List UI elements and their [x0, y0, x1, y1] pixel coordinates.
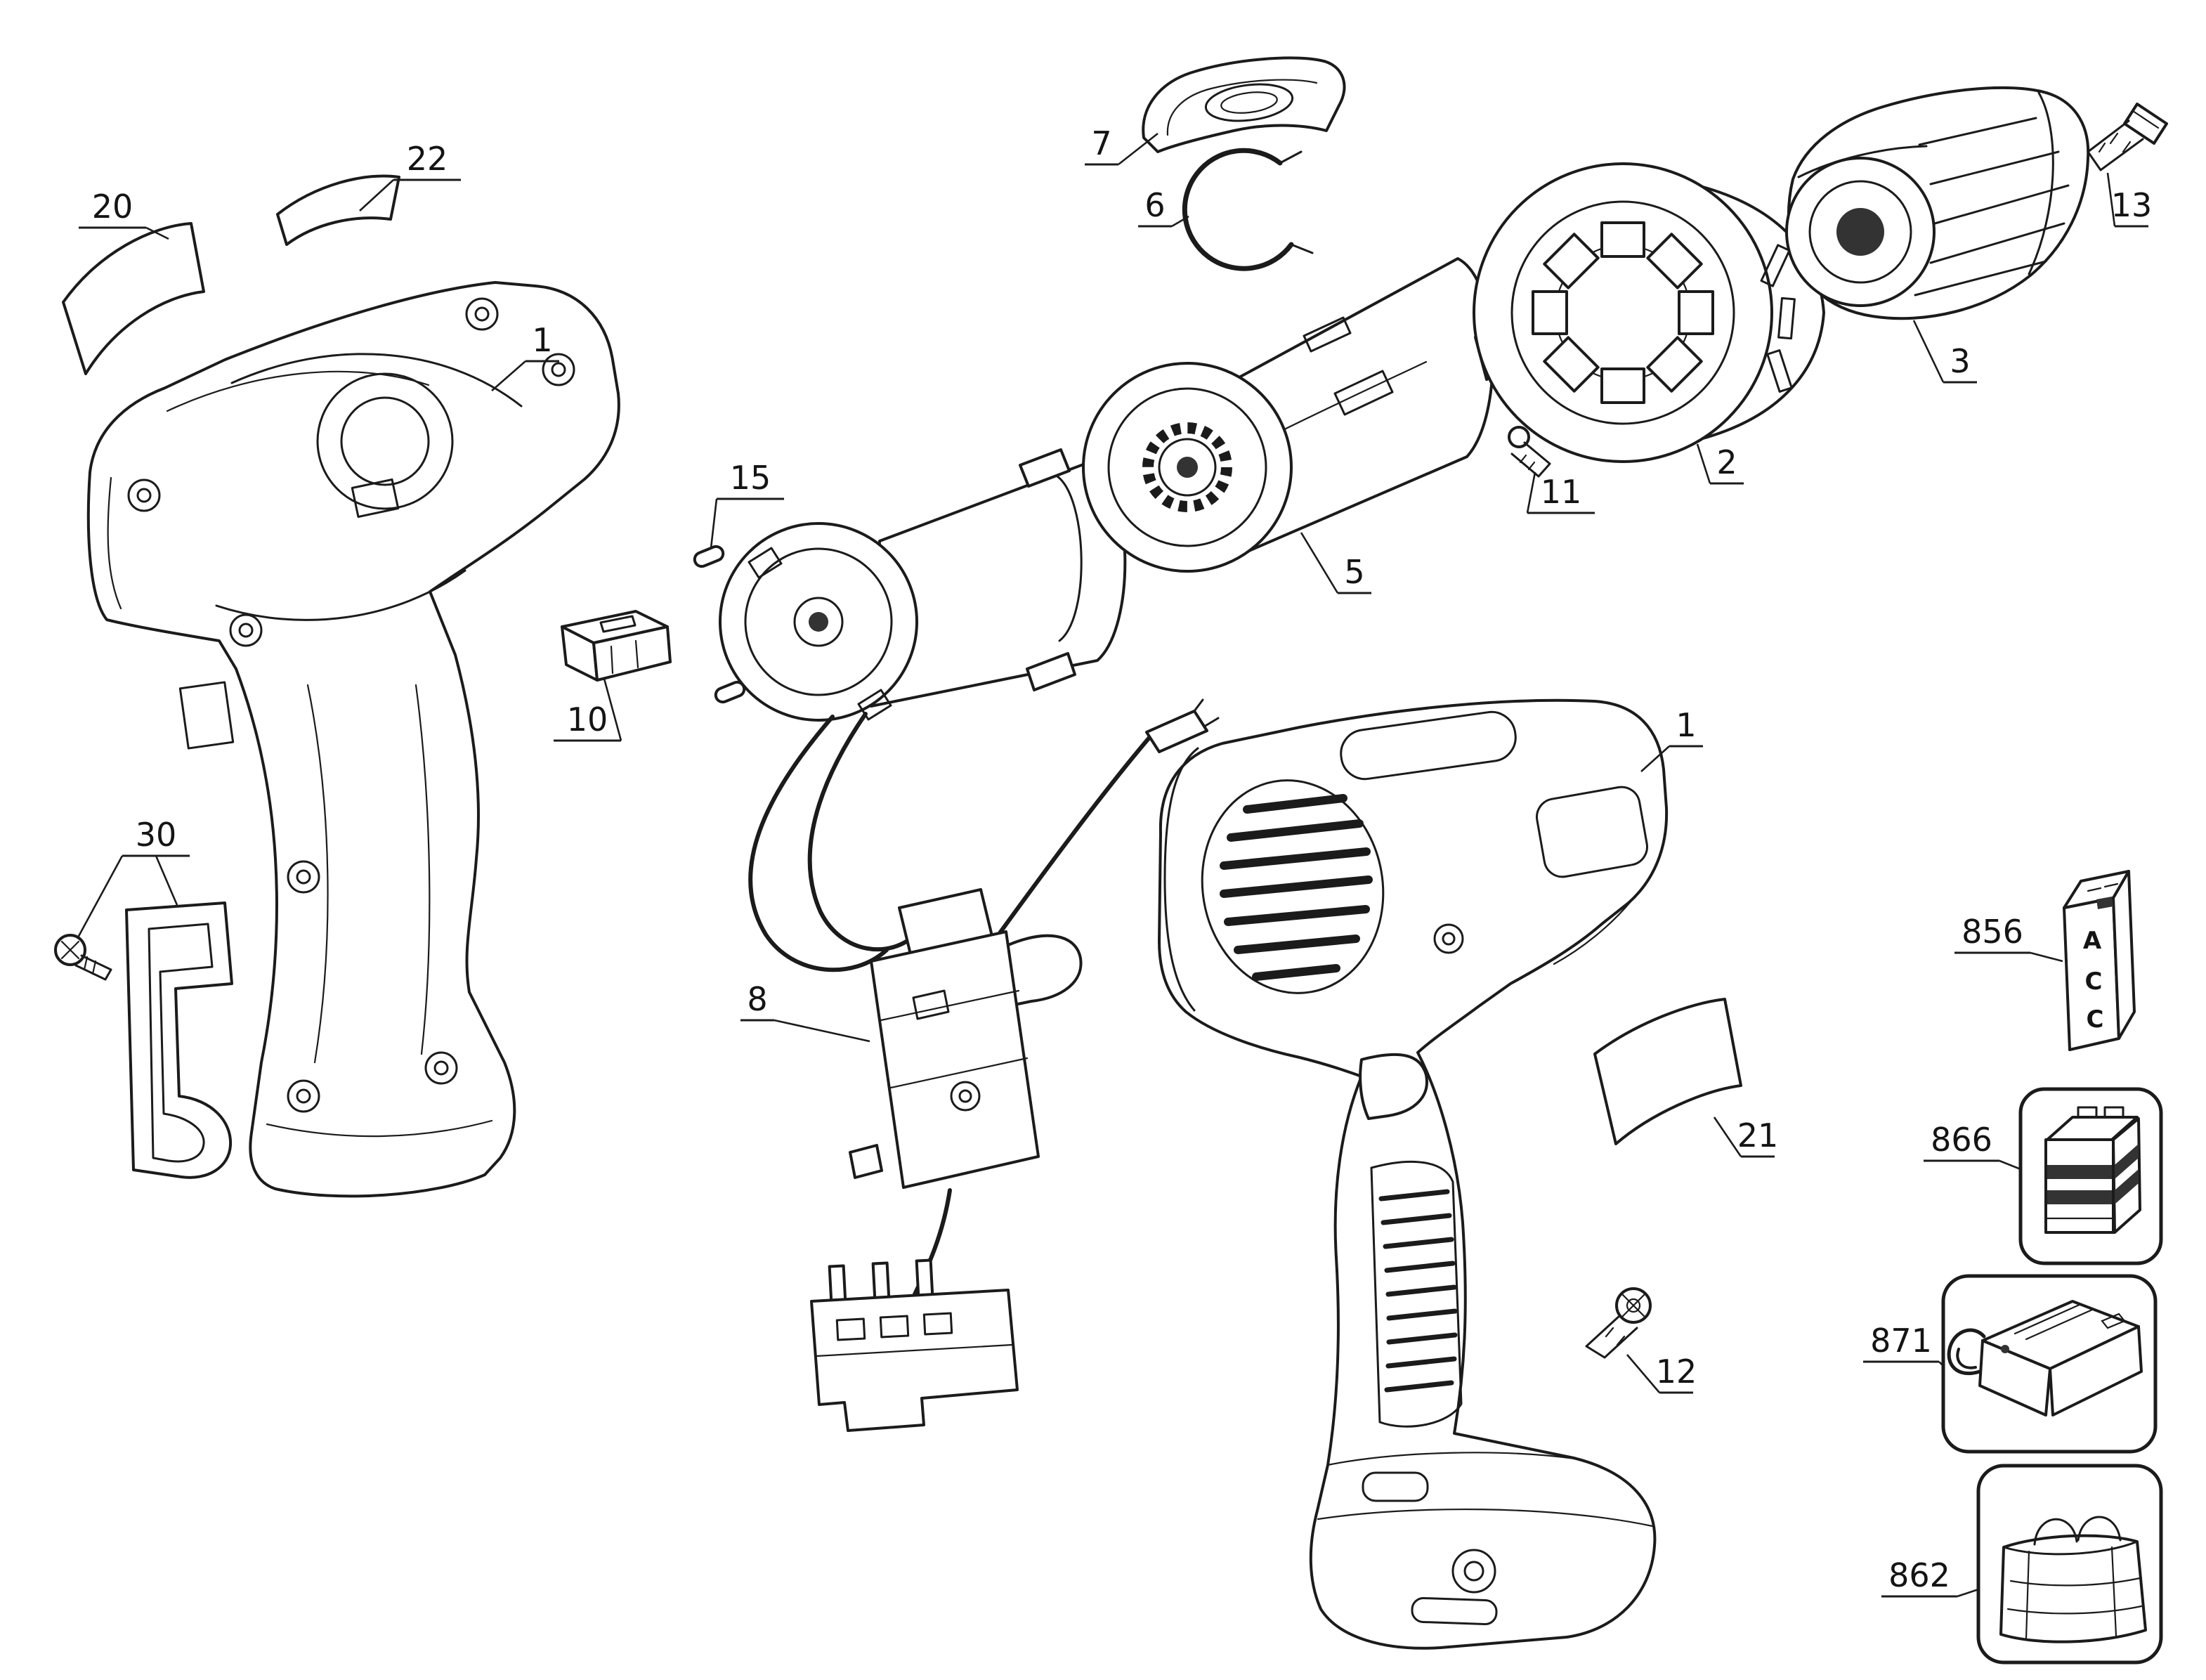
callouts: 22 20 1 15 10 30: [76, 124, 2153, 1598]
callout-6: 6: [1138, 186, 1189, 228]
callout-1-left-label: 1: [532, 321, 552, 359]
callout-21: 21: [1713, 1116, 1779, 1158]
callout-30-label: 30: [136, 816, 177, 854]
callout-5-label: 5: [1344, 553, 1364, 591]
motor-illustration: [719, 448, 1127, 722]
callout-11-label: 11: [1541, 473, 1582, 511]
belt-clip-illustration: [54, 901, 233, 1179]
callout-22-label: 22: [407, 140, 448, 178]
callout-856-label: 856: [1962, 913, 2023, 951]
gear-cap-illustration: [1142, 56, 1346, 153]
callout-8: 8: [740, 980, 870, 1043]
accessory-label-856-icon: A C C: [2063, 870, 2136, 1051]
acc-letter-c2: C: [2087, 1005, 2104, 1034]
charger-accessory-icon: [1941, 1274, 2158, 1454]
callout-20: 20: [79, 188, 169, 240]
sticker-label-22-illustration: [276, 174, 400, 246]
housing-right-illustration: [1158, 698, 1669, 1650]
clip-screw-icon: [54, 934, 112, 981]
wire-ring-clip-illustration: [1182, 148, 1314, 271]
switch-assembly-illustration: [849, 888, 1083, 1296]
gearbox-illustration: [1082, 257, 1543, 573]
callout-22: 22: [359, 140, 461, 211]
callout-10-label: 10: [567, 701, 608, 738]
callout-12-label: 12: [1656, 1353, 1697, 1391]
battery-accessory-icon: [2018, 1087, 2163, 1265]
sticker-label-20-illustration: [62, 222, 205, 375]
callout-15: 15: [710, 459, 784, 549]
callout-862: 862: [1881, 1556, 1979, 1598]
callout-871-label: 871: [1870, 1322, 1932, 1360]
callout-8-label: 8: [747, 980, 767, 1018]
callout-30: 30: [76, 816, 190, 939]
callout-1-left: 1: [491, 321, 559, 391]
vent-grille-icon: [1220, 794, 1373, 981]
callout-11: 11: [1526, 471, 1595, 514]
callout-6-label: 6: [1144, 186, 1165, 224]
chuck-illustration: [1785, 86, 2090, 320]
callout-1-right-label: 1: [1676, 706, 1696, 744]
callout-10: 10: [554, 678, 622, 742]
callout-5: 5: [1300, 532, 1371, 594]
grip-ribs-icon: [1378, 1189, 1458, 1393]
chuck-screw-illustration: [2087, 103, 2168, 171]
callout-7: 7: [1085, 124, 1159, 166]
callout-871: 871: [1863, 1322, 1944, 1367]
housing-half-left-illustration: [86, 281, 620, 1198]
callout-3-label: 3: [1950, 342, 1970, 380]
callout-21-label: 21: [1737, 1116, 1779, 1154]
callout-7-label: 7: [1091, 124, 1111, 162]
callout-856: 856: [1954, 913, 2063, 963]
clutch-collar-illustration: [1473, 162, 1825, 463]
callout-2-label: 2: [1716, 443, 1737, 481]
connector-block-illustration: [561, 610, 672, 682]
set-screw-illustration: [1508, 426, 1551, 478]
acc-letter-a: A: [2083, 927, 2102, 955]
callout-866: 866: [1924, 1121, 2021, 1171]
callout-3: 3: [1912, 320, 1977, 384]
sticker-label-21-illustration: [1593, 998, 1742, 1145]
callout-15-label: 15: [730, 459, 771, 497]
terminal-block-illustration: [810, 1258, 1019, 1432]
callout-12: 12: [1626, 1353, 1697, 1394]
callout-862-label: 862: [1888, 1556, 1950, 1594]
callout-1-right: 1: [1640, 706, 1703, 772]
callout-13: 13: [2106, 172, 2153, 228]
callout-2: 2: [1696, 443, 1744, 485]
callout-20-label: 20: [92, 188, 133, 226]
wiring-illustration: [748, 698, 1220, 972]
tool-bag-accessory-icon: [1976, 1464, 2163, 1665]
callout-13-label: 13: [2111, 186, 2153, 224]
housing-screw-illustration: [1585, 1287, 1652, 1359]
acc-letter-c1: C: [2085, 968, 2103, 996]
callout-866-label: 866: [1931, 1121, 1992, 1159]
motor-pins-illustration: [693, 545, 746, 704]
